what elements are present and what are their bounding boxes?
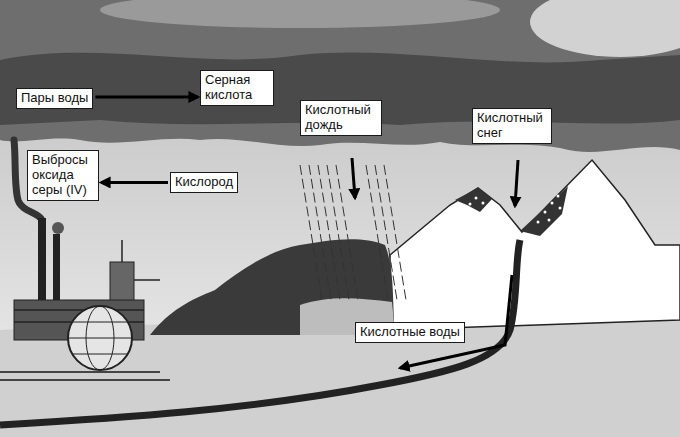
- box-label: Кислотные воды: [360, 325, 460, 340]
- label-box: Выбросы оксида серы (IV): [27, 150, 99, 201]
- flow-arrow: [101, 181, 168, 184]
- box-label: Серная кислота: [205, 73, 269, 103]
- label-box: Пары воды: [16, 88, 93, 109]
- flow-arrow: [95, 95, 198, 98]
- mountains: [390, 160, 680, 330]
- cloud-light: [100, 0, 500, 28]
- label-box: Кислотные воды: [355, 322, 465, 343]
- river: [0, 240, 520, 425]
- storage-sphere: [68, 306, 132, 370]
- rain-arrow: [352, 158, 355, 198]
- box-label: Выбросы оксида серы (IV): [32, 153, 94, 198]
- label-box: Серная кислота: [200, 70, 274, 106]
- label-box: Кислотный дождь: [300, 100, 382, 136]
- box-label: Пары воды: [21, 91, 88, 106]
- snow-patch: [520, 186, 568, 236]
- box-label: Кислотный снег: [477, 111, 547, 141]
- snow-arrow: [515, 160, 518, 206]
- cloud-bright: [530, 0, 680, 57]
- dark-hills: [150, 239, 395, 335]
- box-label: Кислород: [175, 175, 233, 190]
- snow-patch: [455, 188, 492, 212]
- label-box: Кислотный снег: [472, 108, 552, 144]
- label-box: Кислород: [170, 172, 238, 193]
- rails: [0, 372, 170, 380]
- box-label: Кислотный дождь: [305, 103, 377, 133]
- smoke-puff: [52, 222, 64, 234]
